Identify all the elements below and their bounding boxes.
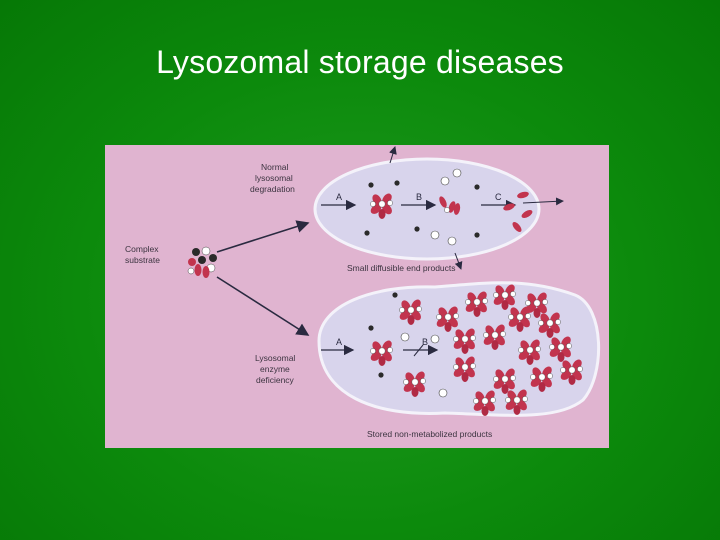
step-a-normal: A: [336, 192, 342, 202]
complex-substrate-label: Complex: [125, 244, 159, 254]
complex-substrate-molecule: [187, 246, 217, 278]
step-c-normal: C: [495, 192, 502, 202]
arrow-to-normal: [216, 220, 310, 253]
small-products-label: Small diffusible end products: [347, 263, 456, 273]
normal-label-3: degradation: [250, 184, 295, 194]
step-a-deficient: A: [336, 337, 342, 347]
normal-label-1: Normal: [261, 162, 289, 172]
deficient-lysosome: [317, 281, 600, 417]
lysosome-diagram: Complex substrate Normal lysosomal degra…: [105, 145, 609, 448]
step-b-normal: B: [416, 192, 422, 202]
deficiency-label-3: deficiency: [256, 375, 295, 385]
deficiency-label-1: Lysosomal: [255, 353, 295, 363]
step-b-deficient: B: [422, 337, 428, 347]
deficiency-label-2: enzyme: [260, 364, 290, 374]
complex-substrate-label-2: substrate: [125, 255, 160, 265]
slide-title: Lysozomal storage diseases: [156, 44, 564, 80]
normal-lysosome: [313, 146, 564, 270]
stored-products-label: Stored non-metabolized products: [367, 429, 492, 439]
arrow-to-deficiency: [216, 276, 310, 336]
normal-label-2: lysosomal: [255, 173, 293, 183]
